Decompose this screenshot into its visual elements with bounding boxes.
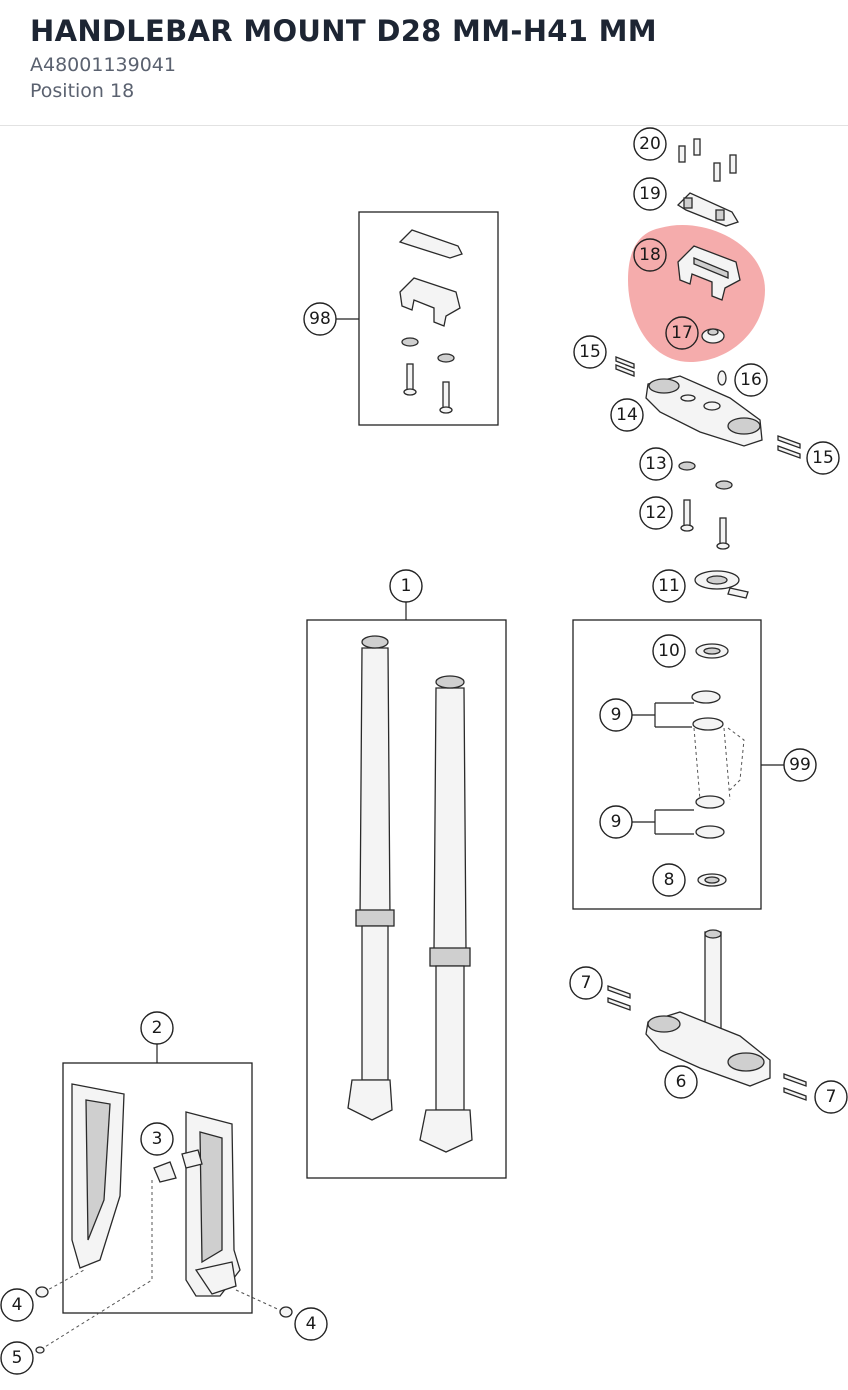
svg-text:18: 18 bbox=[639, 245, 661, 265]
callout-16[interactable]: 16 bbox=[734, 363, 768, 397]
svg-text:4: 4 bbox=[306, 1314, 317, 1334]
screws-4-5 bbox=[35, 1286, 293, 1354]
svg-text:16: 16 bbox=[740, 370, 762, 390]
svg-text:99: 99 bbox=[789, 755, 811, 775]
upper-triple-clamp-14 bbox=[645, 375, 763, 447]
svg-text:2: 2 bbox=[152, 1018, 163, 1038]
callout-13[interactable]: 13 bbox=[639, 447, 673, 481]
svg-text:10: 10 bbox=[658, 641, 680, 661]
svg-text:12: 12 bbox=[645, 503, 667, 523]
svg-text:9: 9 bbox=[611, 705, 622, 725]
callout-17[interactable]: 17 bbox=[665, 316, 699, 350]
callout-4b[interactable]: 4 bbox=[294, 1307, 328, 1341]
leader-9b bbox=[632, 809, 694, 835]
callout-11[interactable]: 11 bbox=[652, 569, 686, 603]
fork-leg-left bbox=[347, 635, 395, 1121]
callout-18[interactable]: 18 bbox=[633, 238, 667, 272]
svg-text:20: 20 bbox=[639, 134, 661, 154]
clamp-11 bbox=[694, 570, 749, 599]
part-number: A48001139041 bbox=[30, 54, 176, 76]
callout-98[interactable]: 98 bbox=[303, 302, 337, 336]
callout-15b[interactable]: 15 bbox=[806, 441, 840, 475]
svg-text:15: 15 bbox=[579, 342, 601, 362]
svg-text:4: 4 bbox=[12, 1295, 23, 1315]
washers-13 bbox=[678, 461, 733, 490]
guide-4a bbox=[43, 1269, 85, 1293]
lower-triple-clamp-6 bbox=[645, 929, 771, 1087]
callout-2[interactable]: 2 bbox=[140, 1011, 174, 1045]
damper-17[interactable] bbox=[701, 328, 725, 344]
fork-1-box bbox=[306, 619, 507, 1179]
handlebar-mount-18[interactable] bbox=[677, 245, 741, 301]
callout-6[interactable]: 6 bbox=[664, 1065, 698, 1099]
callout-8[interactable]: 8 bbox=[652, 863, 686, 897]
callout-7b[interactable]: 7 bbox=[814, 1080, 848, 1114]
svg-text:98: 98 bbox=[309, 309, 331, 329]
svg-text:7: 7 bbox=[826, 1087, 837, 1107]
callout-20[interactable]: 20 bbox=[633, 127, 667, 161]
guide-4b bbox=[235, 1289, 285, 1313]
callout-14[interactable]: 14 bbox=[610, 398, 644, 432]
fork-guard-left bbox=[71, 1083, 125, 1269]
position-indicator: Position 18 bbox=[30, 80, 135, 102]
svg-text:8: 8 bbox=[664, 870, 675, 890]
svg-text:19: 19 bbox=[639, 184, 661, 204]
svg-text:7: 7 bbox=[581, 973, 592, 993]
highlight-region bbox=[628, 224, 765, 362]
svg-text:17: 17 bbox=[671, 323, 693, 343]
callout-9b[interactable]: 9 bbox=[599, 805, 633, 839]
clip-3 bbox=[153, 1149, 203, 1183]
svg-text:5: 5 bbox=[12, 1348, 23, 1368]
exploded-diagram: 20 19 18 17 98 15 16 14 15 13 12 11 10 9… bbox=[0, 127, 848, 1375]
kit-98-parts bbox=[398, 229, 463, 414]
callout-10[interactable]: 10 bbox=[652, 634, 686, 668]
callout-19[interactable]: 19 bbox=[633, 177, 667, 211]
callout-3[interactable]: 3 bbox=[140, 1122, 174, 1156]
svg-text:3: 3 bbox=[152, 1129, 163, 1149]
bolts-7 bbox=[607, 985, 807, 1101]
callout-4a[interactable]: 4 bbox=[0, 1288, 34, 1322]
svg-text:6: 6 bbox=[676, 1072, 687, 1092]
callout-7a[interactable]: 7 bbox=[569, 966, 603, 1000]
fork-guard-right bbox=[185, 1111, 241, 1297]
part-header: HANDLEBAR MOUNT D28 MM-H41 MM A480011390… bbox=[0, 0, 848, 126]
callout-9a[interactable]: 9 bbox=[599, 698, 633, 732]
bolts-20 bbox=[678, 138, 737, 182]
clamp-top-19 bbox=[676, 192, 739, 227]
page-title: HANDLEBAR MOUNT D28 MM-H41 MM bbox=[30, 14, 657, 48]
callout-1[interactable]: 1 bbox=[389, 569, 423, 603]
screws-12 bbox=[680, 499, 730, 550]
svg-text:14: 14 bbox=[616, 405, 638, 425]
screw-16 bbox=[717, 370, 727, 386]
callout-5[interactable]: 5 bbox=[0, 1341, 34, 1375]
kit-99-parts bbox=[691, 643, 745, 887]
svg-text:15: 15 bbox=[812, 448, 834, 468]
bolts-15 bbox=[615, 356, 801, 459]
svg-text:13: 13 bbox=[645, 454, 667, 474]
callout-12[interactable]: 12 bbox=[639, 496, 673, 530]
leader-9a bbox=[632, 702, 694, 728]
fork-leg-right bbox=[419, 675, 473, 1153]
svg-text:11: 11 bbox=[658, 576, 680, 596]
guide-3 bbox=[39, 1180, 153, 1351]
svg-text:1: 1 bbox=[401, 576, 412, 596]
callout-15a[interactable]: 15 bbox=[573, 335, 607, 369]
callout-99[interactable]: 99 bbox=[783, 748, 817, 782]
svg-text:9: 9 bbox=[611, 812, 622, 832]
